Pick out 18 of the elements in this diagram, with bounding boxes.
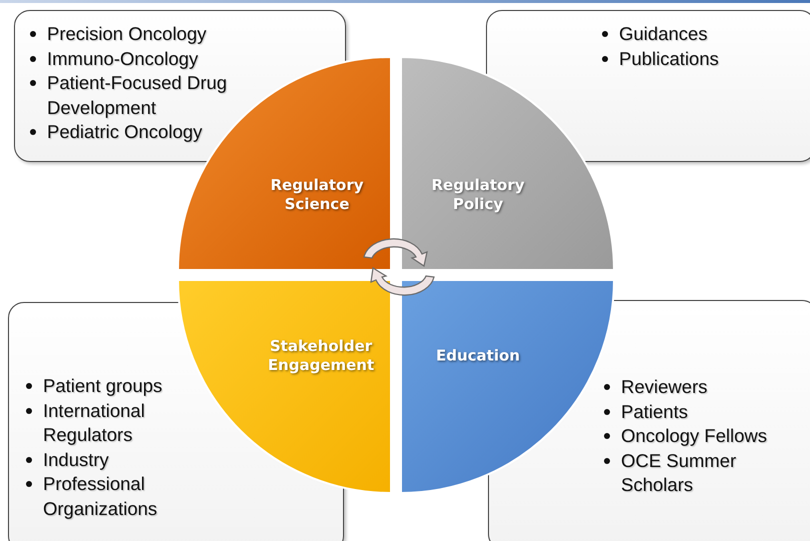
list-item: OCE Summer Scholars	[621, 448, 738, 497]
quadrant-label: Regulatory Science	[269, 176, 365, 214]
list-item: Precision Oncology	[47, 22, 206, 46]
list-item: Pediatric Oncology	[47, 120, 202, 144]
quadrant-label: Education	[436, 346, 520, 366]
list-item: Patient-Focused Drug Development	[47, 71, 228, 120]
list-item: International Regulators	[43, 398, 146, 447]
list-item: Reviewers	[621, 375, 708, 399]
list-item: Oncology Fellows	[621, 424, 768, 448]
list-item: Professional Organizations	[43, 472, 158, 521]
list-item: Patient groups	[43, 374, 162, 398]
list-item: Industry	[43, 448, 109, 472]
quadrant-label: Stakeholder Engagement	[266, 337, 376, 375]
list-item: Patients	[621, 400, 688, 424]
list-item: Immuno-Oncology	[47, 46, 198, 71]
quadrant-label: Regulatory Policy	[430, 176, 526, 214]
list-item: Publications	[619, 46, 719, 70]
list-item: Guidances	[619, 22, 708, 46]
